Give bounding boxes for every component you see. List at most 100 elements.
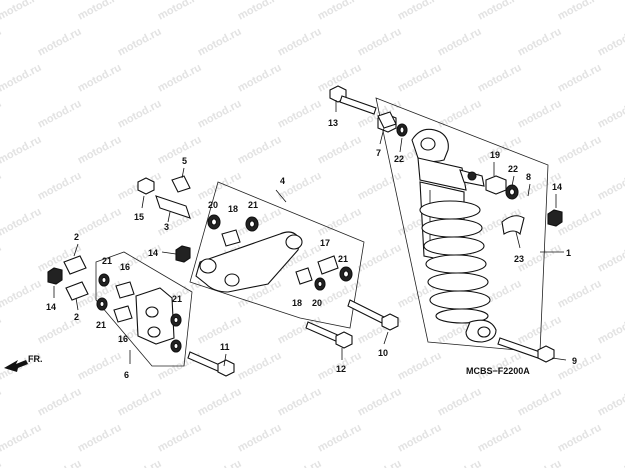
watermark-text: motod.ru	[156, 62, 204, 95]
watermark-text: motod.ru	[556, 278, 604, 311]
watermark-text: motod.ru	[36, 458, 84, 468]
watermark-text: motod.ru	[556, 134, 604, 167]
watermark-text: motod.ru	[116, 26, 164, 59]
callout-17: 17	[320, 238, 330, 248]
front-arrow: FR.	[4, 354, 43, 372]
callout-2-upper: 2	[74, 232, 79, 242]
watermark-text: motod.ru	[516, 458, 564, 468]
watermark-text: motod.ru	[556, 62, 604, 95]
callout-22-upper: 22	[394, 154, 404, 164]
watermark-text: motod.ru	[76, 206, 124, 239]
watermark-text: motod.ru	[0, 62, 44, 95]
callout-18-lower: 18	[292, 298, 302, 308]
watermark-text: motod.ru	[196, 98, 244, 131]
watermark-text: motod.ru	[316, 422, 364, 455]
watermark-text: motod.ru	[516, 314, 564, 347]
watermark-text: motod.ru	[356, 386, 404, 419]
callout-7: 7	[376, 148, 381, 158]
watermark-text: motod.ru	[116, 386, 164, 419]
watermark-text: motod.ru	[76, 0, 124, 23]
front-label: FR.	[28, 354, 43, 364]
watermark-text: motod.ru	[116, 458, 164, 468]
watermark-text: motod.ru	[596, 386, 625, 419]
watermark-text: motod.ru	[316, 206, 364, 239]
callout-5: 5	[182, 156, 187, 166]
watermark-text: motod.ru	[356, 170, 404, 203]
shock-arm	[195, 214, 353, 293]
watermark-text: motod.ru	[596, 170, 625, 203]
watermark-text: motod.ru	[0, 98, 4, 131]
watermark-text: motod.ru	[556, 206, 604, 239]
watermark-text: motod.ru	[596, 458, 625, 468]
watermark-text: motod.ru	[596, 314, 625, 347]
callout-4: 4	[280, 176, 285, 186]
watermark-text: motod.ru	[516, 98, 564, 131]
watermark-text: motod.ru	[156, 422, 204, 455]
watermark-text: motod.ru	[316, 134, 364, 167]
shock-absorber	[377, 113, 563, 343]
leader-lines	[53, 100, 567, 367]
callout-11: 11	[220, 342, 230, 352]
watermark-text: motod.ru	[596, 242, 625, 275]
watermark-text: motod.ru	[276, 26, 324, 59]
watermark-text: motod.ru	[476, 422, 524, 455]
watermark-text: motod.ru	[0, 26, 4, 59]
watermark-text: motod.ru	[76, 422, 124, 455]
watermark-text: motod.ru	[196, 26, 244, 59]
watermark-text: motod.ru	[476, 62, 524, 95]
watermark-text: motod.ru	[0, 170, 4, 203]
callout-9: 9	[572, 356, 577, 366]
watermark-text: motod.ru	[556, 0, 604, 23]
upper-bushing-seal	[377, 111, 397, 129]
watermark-text: motod.ru	[76, 134, 124, 167]
callout-15: 15	[134, 212, 144, 222]
watermark-text: motod.ru	[516, 386, 564, 419]
group-outline-arm	[189, 181, 365, 329]
watermark-text: motod.ru	[196, 458, 244, 468]
watermark-text: motod.ru	[276, 458, 324, 468]
watermark-text: motod.ru	[156, 134, 204, 167]
callout-19: 19	[490, 150, 500, 160]
watermark-text: motod.ru	[556, 422, 604, 455]
watermark-text: motod.ru	[0, 314, 4, 347]
watermark-text: motod.ru	[436, 386, 484, 419]
watermark-text: motod.ru	[516, 26, 564, 59]
watermark-text: motod.ru	[436, 98, 484, 131]
watermark-text: motod.ru	[356, 26, 404, 59]
watermark-text: motod.ru	[0, 422, 44, 455]
watermark-text: motod.ru	[276, 98, 324, 131]
callout-20-upper: 20	[208, 200, 218, 210]
callout-10: 10	[378, 348, 388, 358]
callout-18-upper: 18	[228, 204, 238, 214]
shock-rod	[47, 245, 191, 353]
watermark-text: motod.ru	[0, 134, 44, 167]
collar-parts	[137, 175, 191, 219]
watermark-text: motod.ru	[396, 350, 444, 383]
callout-3: 3	[164, 222, 169, 232]
watermark-text: motod.ru	[156, 0, 204, 23]
watermark-text: motod.ru	[396, 422, 444, 455]
watermark-text: motod.ru	[396, 62, 444, 95]
watermark-text: motod.ru	[36, 26, 84, 59]
diagram-code: MCBS−F2200A	[466, 366, 530, 376]
watermark-text: motod.ru	[596, 26, 625, 59]
watermark-text: motod.ru	[196, 386, 244, 419]
watermark-text: motod.ru	[316, 0, 364, 23]
front-arrow-icon	[4, 360, 28, 372]
watermark-text: motod.ru	[196, 170, 244, 203]
bolt-12	[305, 321, 353, 349]
callout-16-lower: 16	[118, 334, 128, 344]
watermark-text: motod.ru	[0, 206, 44, 239]
watermark-text: motod.ru	[556, 350, 604, 383]
bolt-10	[347, 299, 399, 331]
watermark-text: motod.ru	[0, 386, 4, 419]
watermark-text: motod.ru	[236, 0, 284, 23]
watermark-text: motod.ru	[396, 0, 444, 23]
watermark-text: motod.ru	[0, 458, 4, 468]
watermark-text: motod.ru	[236, 350, 284, 383]
watermark-text: motod.ru	[276, 386, 324, 419]
watermark-text: motod.ru	[36, 98, 84, 131]
callout-21-rod-right: 21	[172, 294, 182, 304]
